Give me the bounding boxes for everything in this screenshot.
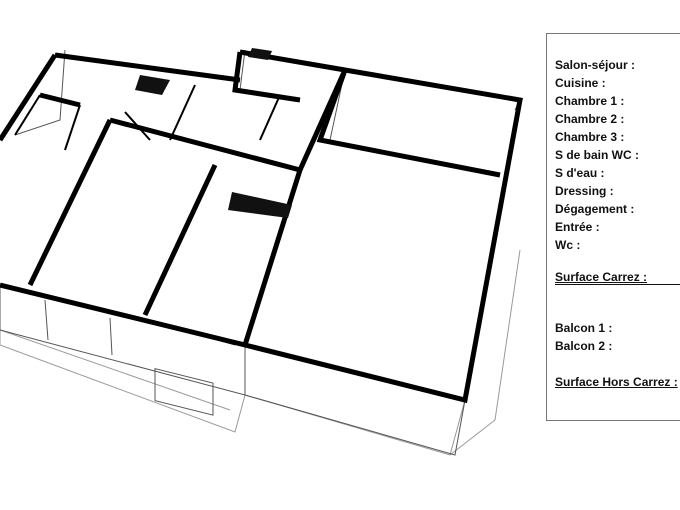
room-label: Dégagement : <box>555 202 635 216</box>
room-label: S d'eau : <box>555 166 605 180</box>
room-label: S de bain WC : <box>555 148 639 162</box>
balcony-row: Balcon 1 : <box>555 321 612 335</box>
surface-carrez-text: Surface Carrez : <box>555 270 648 284</box>
room-label: Salon-séjour : <box>555 58 636 72</box>
balcony-label: Balcon 1 : <box>555 321 613 335</box>
room-label: Chambre 1 : <box>555 94 625 108</box>
surface-hors-carrez-label: Surface Hors Carrez : <box>555 375 678 389</box>
room-row: Dressing : <box>555 184 614 198</box>
balcony-label: Balcon 2 : <box>555 339 613 353</box>
walls <box>0 49 523 404</box>
room-label: Entrée : <box>555 220 600 234</box>
room-row: Cuisine :1 <box>555 76 606 90</box>
balcony-outlines <box>0 249 521 456</box>
floor-plan-3d <box>0 48 523 456</box>
room-label: Cuisine : <box>555 76 606 90</box>
room-row: Dégagement : <box>555 202 634 216</box>
partitions <box>14 84 281 151</box>
room-row: Chambre 1 :1 <box>555 94 624 108</box>
room-label: Wc : <box>555 238 581 252</box>
room-label: Chambre 3 : <box>555 130 625 144</box>
room-row: Entrée : <box>555 220 600 234</box>
room-row: Chambre 2 :1 <box>555 112 624 126</box>
room-label: Chambre 2 : <box>555 112 625 126</box>
room-row: S d'eau : <box>555 166 605 180</box>
balcony-row: Balcon 2 : <box>555 339 612 353</box>
surface-carrez-label: Surface Carrez : <box>555 270 680 285</box>
stair-blocks <box>135 48 292 218</box>
room-row: S de bain WC : <box>555 148 639 162</box>
room-label: Dressing : <box>555 184 614 198</box>
surface-legend: Salon-séjour :3 Cuisine :1 Chambre 1 :1 … <box>546 33 680 421</box>
room-row: Salon-séjour :3 <box>555 58 635 72</box>
room-row: Wc : <box>555 238 580 252</box>
room-row: Chambre 3 :1 <box>555 130 624 144</box>
